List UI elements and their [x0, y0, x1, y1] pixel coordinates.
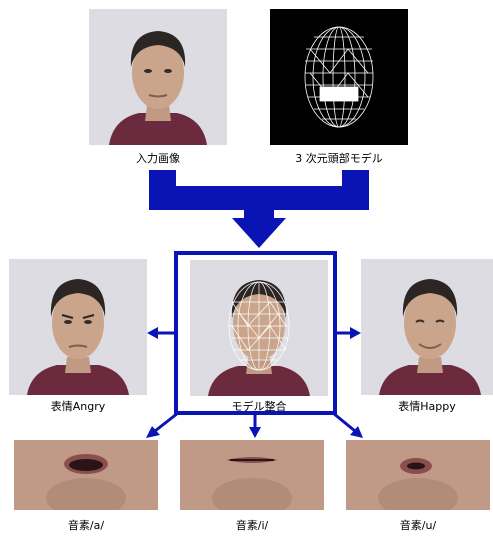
head-model-wireframe [270, 9, 408, 145]
expression-angry-photo [9, 259, 147, 395]
expression-happy-photo [361, 259, 493, 395]
phoneme-i-label: 音素/i/ [180, 519, 324, 532]
arrow-to-phoneme-i [249, 413, 261, 438]
expression-happy-label: 表情Happy [361, 400, 493, 413]
phoneme-u-label: 音素/u/ [346, 519, 490, 532]
input-image-photo [89, 9, 227, 145]
expression-angry-label: 表情Angry [9, 400, 147, 413]
arrow-to-phoneme-u [333, 413, 363, 438]
phoneme-a-label: 音素/a/ [14, 519, 158, 532]
head-model-label: 3 次元頭部モデル [270, 152, 408, 165]
arrow-to-phoneme-a [146, 413, 178, 438]
phoneme-i-photo [180, 440, 324, 510]
arrow-to-happy [335, 327, 361, 339]
phoneme-a-photo [14, 440, 158, 510]
merge-arrow [149, 170, 369, 248]
input-image-label: 入力画像 [89, 152, 227, 165]
phoneme-u-photo [346, 440, 490, 510]
model-fit-photo [190, 260, 328, 396]
arrow-to-angry [147, 327, 176, 339]
model-fit-label: モデル整合 [190, 400, 328, 413]
